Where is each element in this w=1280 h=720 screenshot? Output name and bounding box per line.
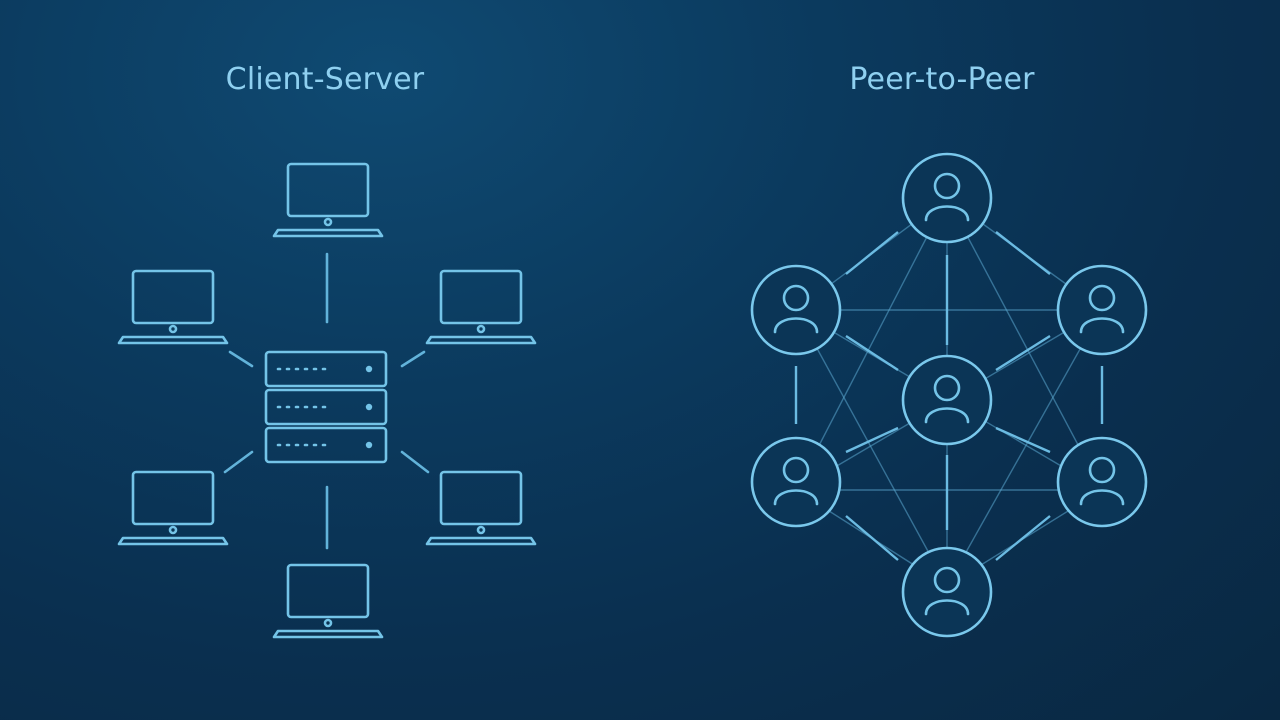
laptop-icon: [117, 470, 229, 546]
laptop-icon: [272, 563, 384, 639]
laptop-icon: [117, 269, 229, 345]
peer-to-peer-title: Peer-to-Peer: [849, 62, 1035, 97]
user-icon: [1056, 264, 1148, 356]
laptop-icon: [425, 470, 537, 546]
user-icon: [750, 264, 842, 356]
user-icon: [901, 546, 993, 638]
server-rack-icon: [264, 350, 388, 464]
client-server-title: Client-Server: [225, 62, 425, 97]
user-icon: [1056, 436, 1148, 528]
user-icon: [901, 152, 993, 244]
peer-links: [794, 231, 1104, 561]
client-server-diagram: [117, 162, 537, 639]
peer-to-peer-diagram: [750, 152, 1148, 638]
laptop-icon: [425, 269, 537, 345]
user-icon: [901, 354, 993, 446]
client-server-links: [223, 252, 430, 550]
user-icon: [750, 436, 842, 528]
laptop-icon: [272, 162, 384, 238]
